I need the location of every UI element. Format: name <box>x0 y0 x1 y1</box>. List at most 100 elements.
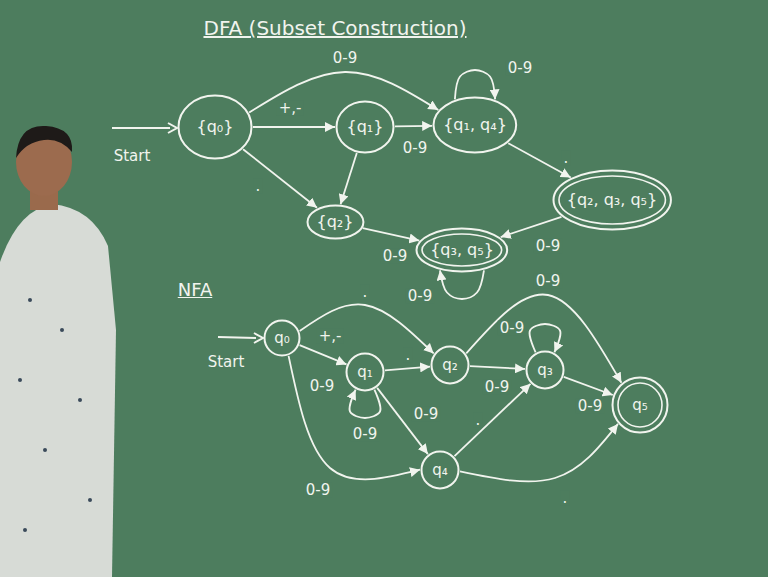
transition-label: . <box>562 151 571 166</box>
transition-label: 0-9 <box>304 483 333 498</box>
state-ring <box>179 96 252 159</box>
state-name: q₀ <box>274 330 290 347</box>
shirt-dot <box>23 528 27 532</box>
transition-arrow <box>341 153 357 204</box>
transition-label: 0-9 <box>534 239 563 254</box>
diagram-title: DFA (Subset Construction) <box>203 18 466 38</box>
transition-arrow <box>564 377 613 395</box>
transition-arrow <box>253 126 335 128</box>
transition-arrow <box>460 424 618 482</box>
state-ring <box>347 354 384 391</box>
accepting-ring <box>422 234 502 266</box>
state-circle: q₀ <box>263 319 301 357</box>
transition-arrow <box>350 390 381 418</box>
transition-label: . <box>561 491 570 506</box>
state-circle: q₂ <box>430 345 470 385</box>
transition-arrow <box>455 70 495 99</box>
transition-arrow <box>470 366 525 369</box>
transition-label: 0-9 <box>401 141 430 156</box>
transition-arrow <box>385 367 430 371</box>
lecturer-shirt <box>0 204 116 577</box>
transition-label: . <box>361 285 370 300</box>
accepting-state: {q₃, q₅} <box>415 227 509 273</box>
transition-label: 0-9 <box>506 61 535 76</box>
accepting-ring <box>559 176 665 224</box>
board-label: NFA <box>178 281 212 299</box>
state-name: {q₂} <box>317 213 354 231</box>
state-ring <box>434 98 517 153</box>
start-arrow-head <box>168 123 177 133</box>
state-circle: {q₁, q₄} <box>432 96 518 154</box>
transition-arrow <box>508 143 570 177</box>
lecturer-figure <box>0 126 116 577</box>
shirt-dot <box>18 378 22 382</box>
start-arrow-head <box>254 333 263 343</box>
transition-arrow <box>501 217 562 237</box>
transition-arrow <box>243 149 317 208</box>
state-ring <box>432 347 469 384</box>
transition-arrow <box>363 228 420 240</box>
state-name: q₅ <box>632 397 648 414</box>
shirt-dot <box>60 328 64 332</box>
state-ring <box>265 321 300 356</box>
transition-label: 0-9 <box>351 427 380 442</box>
start-arrow-line <box>218 337 256 338</box>
board-label: 0-9 <box>310 379 335 394</box>
transition-arrow <box>440 270 484 299</box>
transition-label: 0-9 <box>534 274 563 289</box>
state-ring <box>553 171 670 230</box>
state-name: q₁ <box>357 364 373 381</box>
transition-label: 0-9 <box>331 51 360 66</box>
state-circle: q₄ <box>420 450 460 490</box>
transition-label: 0-9 <box>406 289 435 304</box>
state-ring <box>337 102 394 153</box>
state-name: {q₃, q₅} <box>430 241 494 259</box>
transition-label: 0-9 <box>412 407 441 422</box>
shirt-dot <box>28 298 32 302</box>
transition-arrow <box>300 304 434 353</box>
transition-label: +,- <box>277 101 304 116</box>
transition-label: 0-9 <box>576 399 605 414</box>
state-name: q₃ <box>537 362 553 379</box>
state-circle: {q₂} <box>306 204 365 240</box>
start-arrows <box>112 123 263 343</box>
board-label: Start <box>114 149 151 164</box>
accepting-ring <box>618 383 662 427</box>
transition-arrow <box>395 125 432 127</box>
state-circle: {q₀} <box>177 94 253 160</box>
state-ring <box>417 229 508 272</box>
state-name: {q₂, q₃, q₅} <box>567 191 657 209</box>
state-name: {q₁, q₄} <box>443 116 507 134</box>
start-arrow-line <box>112 127 170 129</box>
transition-label: . <box>254 179 263 194</box>
state-ring <box>527 352 564 389</box>
transition-label: 0-9 <box>381 249 410 264</box>
transition-arrow <box>466 294 621 382</box>
state-circle: q₁ <box>345 352 385 392</box>
accepting-state: q₅ <box>611 376 669 434</box>
state-name: {q₁} <box>347 118 384 136</box>
state-name: q₄ <box>432 462 448 479</box>
transition-label: . <box>404 348 413 363</box>
transition-arrow <box>530 324 561 352</box>
transition-arrow <box>289 356 420 480</box>
transition-label: 0-9 <box>483 380 512 395</box>
transition-label: 0-9 <box>498 321 527 336</box>
lecturer-hair <box>16 126 72 158</box>
transition-arrow <box>300 345 347 364</box>
transition-label: +,- <box>317 329 344 344</box>
shirt-dot <box>78 398 82 402</box>
transition-arrow <box>454 384 530 456</box>
state-name: q₂ <box>442 357 458 374</box>
state-circle: q₃ <box>525 350 565 390</box>
state-ring <box>307 206 363 239</box>
shirt-dot <box>43 448 47 452</box>
state-name: {q₀} <box>197 118 234 136</box>
state-ring <box>613 378 668 433</box>
state-ring <box>422 452 459 489</box>
transition-label: . <box>474 413 483 428</box>
